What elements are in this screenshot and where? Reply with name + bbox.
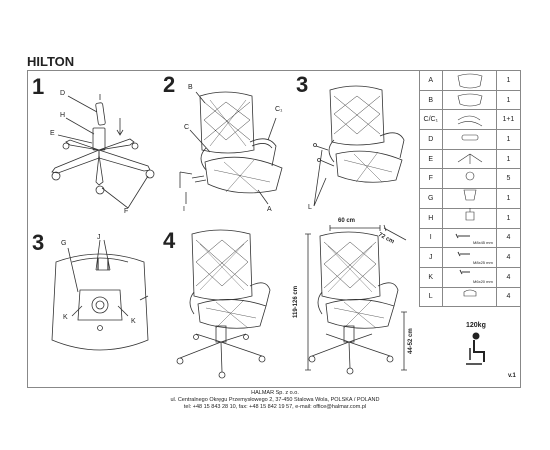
part-j-screw-icon [457, 251, 470, 257]
label-e: E [50, 130, 55, 137]
part-g-mechanism-icon [463, 189, 477, 201]
label-j: J [97, 234, 101, 241]
footer-company: HALMAR Sp. z o.o. [251, 390, 299, 396]
label-b: B [188, 84, 193, 91]
part-f-caster-icon [465, 171, 475, 181]
part-k-screw-icon [459, 269, 470, 275]
max-load-label: 120kg [466, 322, 486, 329]
part-quantity: 4 [495, 247, 522, 268]
step-number-1: 1 [32, 74, 45, 99]
part-d-gaslift-icon [461, 134, 479, 141]
dimension-width: 60 cm [338, 218, 356, 224]
label-g: G [61, 240, 67, 247]
label-k-left: K [63, 314, 68, 321]
step-number-3: 3 [296, 72, 309, 97]
part-e-base-icon [457, 153, 483, 164]
label-a: A [267, 206, 272, 213]
part-spec: M8x25 mm [473, 259, 493, 265]
instructions-frame [27, 70, 521, 388]
label-d: D [60, 90, 66, 97]
label-c: C [184, 124, 190, 131]
part-h-cover-icon [465, 208, 475, 221]
part-l-cap-icon [463, 289, 477, 297]
label-c1: C₁ [275, 106, 283, 113]
label-k-right: K [131, 318, 136, 325]
footer-address: ul. Centralnego Okręgu Przemysłowego 2, … [170, 397, 380, 403]
step-number-3b: 3 [32, 230, 45, 255]
product-title: HILTON [27, 54, 75, 69]
part-quantity: 4 [495, 286, 522, 308]
label-i: I [183, 206, 185, 213]
part-i-screw-icon [455, 233, 470, 239]
part-c-armrest-icon [457, 115, 483, 127]
part-spec: M8x45 mm [473, 239, 493, 245]
part-spec: M6x20 mm [473, 279, 493, 285]
step-number-2: 2 [163, 72, 176, 97]
label-h: H [60, 112, 66, 119]
document-version: v.1 [508, 373, 516, 379]
part-a-seat-icon [457, 73, 483, 89]
step-number-4: 4 [163, 228, 176, 253]
label-l: L [308, 204, 312, 211]
footer-contact: tel: +48 15 843 28 10, fax: +48 15 842 1… [183, 404, 367, 410]
label-f: F [124, 208, 129, 215]
part-b-backrest-icon [457, 93, 483, 107]
